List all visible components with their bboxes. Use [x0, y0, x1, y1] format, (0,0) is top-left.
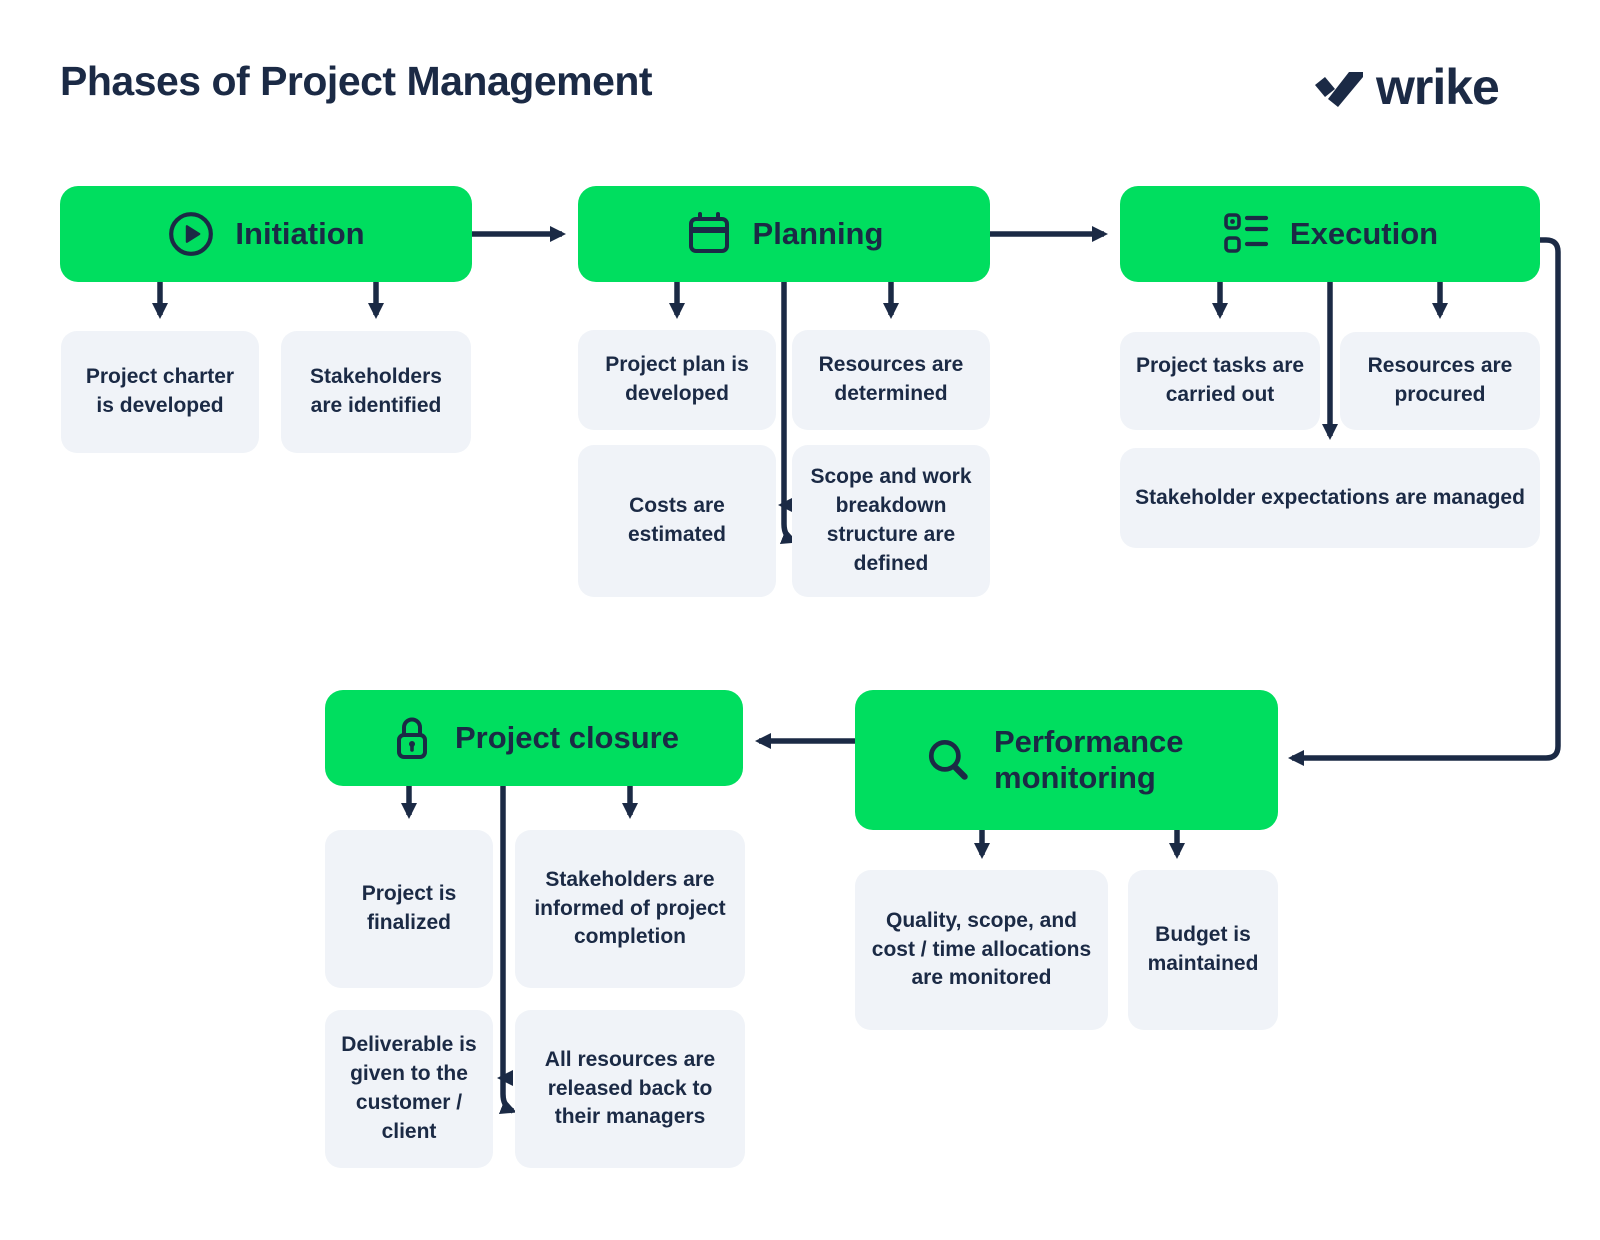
phase-label: Project closure	[455, 720, 679, 755]
wrike-logo-text: wrike	[1376, 59, 1500, 115]
phase-execution: Execution	[1120, 186, 1540, 282]
phase-label: Initiation	[235, 216, 365, 251]
phase-label: Planning	[752, 216, 884, 251]
phase-label: Execution	[1289, 216, 1439, 251]
task-stakeholders-identified: Stakeholders are identified	[281, 331, 471, 453]
phase-initiation: Initiation	[60, 186, 472, 282]
task-project-finalized: Project is finalized	[325, 830, 493, 988]
task-budget-maintained: Budget is maintained	[1128, 870, 1278, 1030]
task-resources-procured: Resources are procured	[1340, 332, 1540, 430]
phase-label: Performance monitoring	[994, 724, 1184, 795]
lock-icon	[397, 717, 427, 759]
task-project-tasks: Project tasks are carried out	[1120, 332, 1320, 430]
play-circle-icon	[169, 212, 214, 256]
task-scope-wbs: Scope and work breakdown structure are d…	[792, 445, 990, 597]
checklist-icon	[1224, 213, 1269, 253]
task-resources-released: All resources are released back to their…	[515, 1010, 745, 1168]
task-stakeholder-expectations: Stakeholder expectations are managed	[1120, 448, 1540, 548]
magnifier-icon	[928, 739, 968, 780]
wrike-checkmark-icon	[1315, 72, 1363, 107]
task-stakeholders-informed: Stakeholders are informed of project com…	[515, 830, 745, 988]
phase-performance-monitoring: Performance monitoring	[855, 690, 1278, 830]
phase-project-closure: Project closure	[325, 690, 743, 786]
task-resources-determined: Resources are determined	[792, 330, 990, 430]
task-project-charter: Project charter is developed	[61, 331, 259, 453]
page-title: Phases of Project Management	[60, 58, 653, 104]
wrike-logo: wrike	[1312, 58, 1500, 116]
task-deliverable-given: Deliverable is given to the customer / c…	[325, 1010, 493, 1168]
task-costs-estimated: Costs are estimated	[578, 445, 776, 597]
task-quality-monitored: Quality, scope, and cost / time allocati…	[855, 870, 1108, 1030]
calendar-icon	[688, 212, 729, 253]
task-project-plan: Project plan is developed	[578, 330, 776, 430]
phase-planning: Planning	[578, 186, 990, 282]
